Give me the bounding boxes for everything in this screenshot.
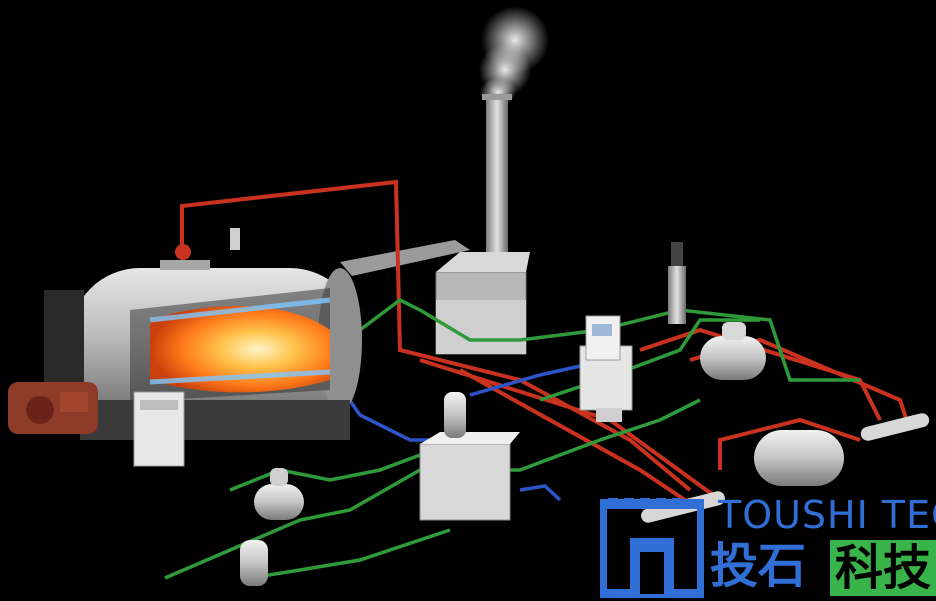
dosing-column — [668, 242, 686, 324]
logo-text-cn-1: 投石 — [710, 538, 807, 594]
logo-mark-icon — [600, 498, 704, 598]
chimney — [482, 94, 512, 286]
company-logo: TOUSHI TEC 投石 科技 — [600, 492, 936, 601]
condensate-tank — [754, 430, 844, 486]
logo-text-en: TOUSHI TEC — [718, 493, 936, 537]
pump-vessel-upper — [254, 468, 304, 520]
steam-manifold-right — [860, 413, 930, 441]
water-treatment-unit — [579, 315, 633, 422]
boiler-control-cabinet — [133, 391, 185, 467]
burner — [8, 382, 98, 434]
feed-water-tank — [419, 432, 520, 521]
economizer-unit — [340, 240, 530, 355]
smoke-plume — [479, 6, 549, 106]
pump-vessel-lower — [240, 540, 268, 586]
boiler — [44, 228, 362, 440]
deaerator-tank — [700, 322, 766, 380]
filter-vessel — [444, 392, 466, 438]
logo-text-cn-2: 科技 — [830, 540, 936, 596]
